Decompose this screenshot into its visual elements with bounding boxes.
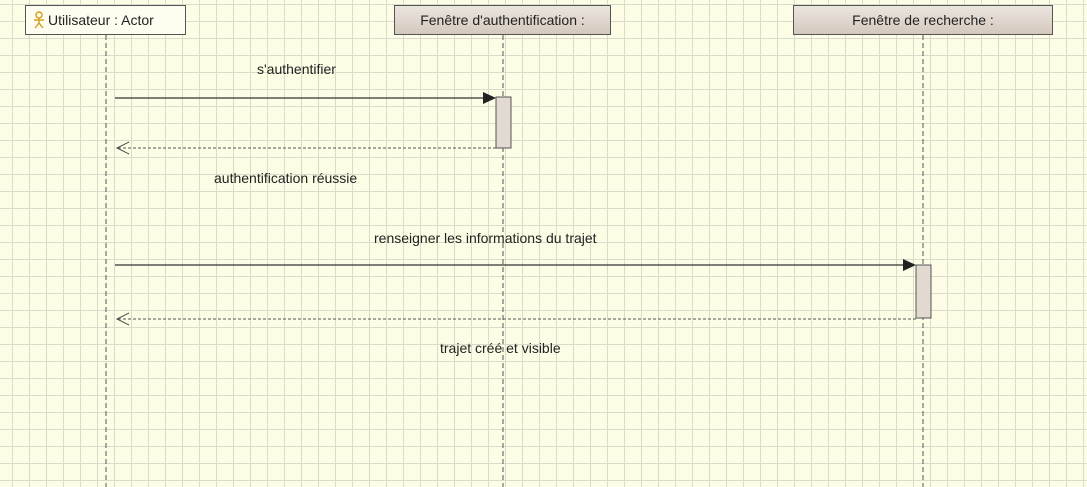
arrowhead-filled: [483, 92, 496, 104]
lifeline-header-actor[interactable]: Utilisateur : Actor: [25, 5, 186, 35]
message-label-enter-trip-info[interactable]: renseigner les informations du trajet: [374, 230, 597, 246]
message-label-authenticate[interactable]: s'authentifier: [257, 61, 336, 77]
lifeline-header-auth-window[interactable]: Fenêtre d'authentification :: [394, 5, 611, 35]
activation-search-window: [915, 264, 932, 319]
actor-icon: [34, 11, 44, 29]
lifeline-header-search-window[interactable]: Fenêtre de recherche :: [793, 5, 1053, 35]
arrowhead-open: [115, 312, 130, 326]
activation-auth-window: [495, 96, 512, 149]
arrowhead-open: [115, 141, 130, 155]
lifeline-label-actor: Utilisateur : Actor: [48, 12, 154, 28]
message-label-trip-created[interactable]: trajet créé et visible: [440, 340, 561, 356]
arrowhead-filled: [903, 259, 916, 271]
message-label-auth-success[interactable]: authentification réussie: [214, 170, 358, 186]
lifeline-label-search-window: Fenêtre de recherche :: [852, 12, 994, 28]
lifeline-label-auth-window: Fenêtre d'authentification :: [420, 12, 585, 28]
